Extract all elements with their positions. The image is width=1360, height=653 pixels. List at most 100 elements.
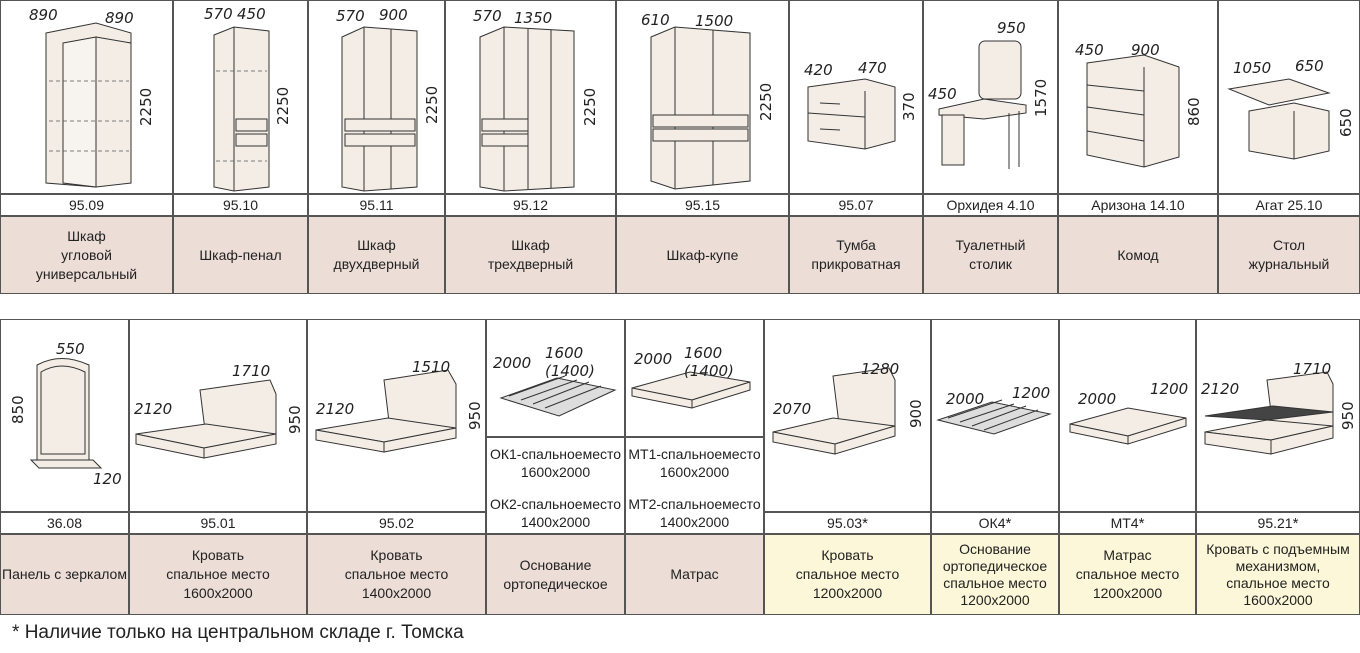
- product-code: 95.12: [445, 194, 616, 216]
- product-image-cell: 950 450 1570: [923, 0, 1058, 194]
- dimension-length: 2000: [493, 354, 532, 372]
- dimension-width: 950: [997, 19, 1026, 37]
- product-name: Шкаф угловой универсальный: [0, 216, 173, 294]
- product-code: 95.01: [129, 512, 307, 534]
- slatted-base-icon: [499, 375, 617, 417]
- bed-icon: [135, 379, 277, 459]
- dimension-height: 2250: [137, 87, 155, 126]
- dimension-width: 550: [56, 340, 85, 358]
- product-image-cell: 1510 2120 950: [307, 319, 486, 512]
- mattress-icon: [631, 371, 751, 409]
- dimension-height: 950: [286, 405, 304, 434]
- product-name: Основание ортопедическое: [486, 534, 625, 615]
- product-code: 95.03*: [764, 512, 931, 534]
- dimension-width: 450: [237, 5, 266, 23]
- dimension-depth: 120: [93, 470, 122, 488]
- dimension-height: 2250: [274, 86, 292, 125]
- product-image-cell: 1050 650 650: [1218, 0, 1360, 194]
- product-image-cell: 610 1500 2250: [616, 0, 789, 194]
- chest-of-drawers-icon: [1086, 54, 1180, 168]
- dimension-width: 1500: [695, 12, 734, 30]
- dimension-length: 2070: [773, 400, 812, 418]
- product-code: 95.15: [616, 194, 789, 216]
- dimension-width: 1350: [514, 9, 553, 27]
- dimension-height: 2250: [423, 85, 441, 124]
- dimension-height: 2250: [581, 87, 599, 126]
- dimension-width: 1200: [1150, 380, 1189, 398]
- bed-icon: [315, 369, 457, 453]
- product-name: Кровать спальное место 1600x2000: [129, 534, 307, 615]
- dimension-depth: 450: [928, 85, 957, 103]
- product-name: Кровать с подъемным механизмом, спальное…: [1196, 534, 1360, 615]
- product-code: 95.07: [789, 194, 923, 216]
- dimension-height: 850: [9, 395, 27, 424]
- product-code: 95.21*: [1196, 512, 1360, 534]
- dimension-width: 1510: [412, 358, 451, 376]
- size-option: ОК2-спальноеместо 1400x2000: [489, 496, 622, 530]
- lift-bed-icon: [1204, 371, 1334, 455]
- product-name: Кровать спальное место 1400x2000: [307, 534, 486, 615]
- dimension-width: 900: [1131, 41, 1160, 59]
- footnote-text: Наличие только на центральном складе г. …: [24, 622, 464, 643]
- size-option: ОК1-спальноеместо 1600x2000: [489, 446, 622, 480]
- product-code: 95.09: [0, 194, 173, 216]
- dimension-width: 1280: [861, 360, 900, 378]
- dimension-length: 2120: [1201, 380, 1240, 398]
- product-image-cell: 570 900 2250: [308, 0, 445, 194]
- product-image-cell: 570 450 2250: [173, 0, 308, 194]
- product-code: Аризона 14.10: [1058, 194, 1218, 216]
- product-name: Основание ортопедическое спальное место …: [931, 534, 1059, 615]
- dimension-height: 950: [1339, 401, 1357, 430]
- dimension-height: 900: [907, 399, 925, 428]
- product-image-cell: 570 1350 2250: [445, 0, 616, 194]
- product-name: Комод: [1058, 216, 1218, 294]
- product-name: Шкаф-купе: [616, 216, 789, 294]
- dimension-length: 2000: [946, 390, 985, 408]
- product-name: Шкаф трехдверный: [445, 216, 616, 294]
- dimension-depth: 420: [804, 61, 833, 79]
- product-code: ОК4*: [931, 512, 1059, 534]
- product-code: МТ4*: [1059, 512, 1196, 534]
- product-code: 95.11: [308, 194, 445, 216]
- coffee-table-icon: [1227, 78, 1331, 160]
- dimension-height: 2250: [757, 82, 775, 121]
- narrow-wardrobe-icon: [213, 26, 270, 192]
- dimension-height: 860: [1185, 97, 1203, 126]
- three-door-wardrobe-icon: [479, 26, 575, 192]
- size-option: МТ2-спальноеместо 1400x2000: [628, 496, 761, 530]
- dimension-length: 2000: [1078, 390, 1117, 408]
- footnote-star: *: [12, 622, 20, 643]
- dimension-width: 1600 (1400): [684, 344, 734, 380]
- product-image-cell: 450 900 860: [1058, 0, 1218, 194]
- product-name: Туалетный столик: [923, 216, 1058, 294]
- dimension-width: 650: [1295, 57, 1324, 75]
- size-options-cell: МТ1-спальноеместо 1600x2000 МТ2-спальное…: [625, 437, 764, 534]
- product-image-cell: 1280 2070 900: [764, 319, 931, 512]
- dimension-depth: 610: [641, 11, 670, 29]
- dimension-depth: 570: [204, 5, 233, 23]
- product-name: Матрас: [625, 534, 764, 615]
- dimension-length: 2120: [316, 400, 355, 418]
- bed-icon: [772, 367, 896, 455]
- dimension-depth: 570: [336, 7, 365, 25]
- product-code: Агат 25.10: [1218, 194, 1360, 216]
- size-options-cell: ОК1-спальноеместо 1600x2000 ОК2-спальное…: [486, 437, 625, 534]
- product-code: 95.10: [173, 194, 308, 216]
- product-name: Стол журнальный: [1218, 216, 1360, 294]
- dimension-width: 1200: [1012, 384, 1051, 402]
- dimension-height: 650: [1337, 108, 1355, 137]
- product-image-cell: 890 890 2250: [0, 0, 173, 194]
- dimension-width: 1600 (1400): [545, 344, 595, 380]
- dimension-height: 1570: [1032, 78, 1050, 117]
- product-image-cell: 2000 1200: [1059, 319, 1196, 512]
- size-option: МТ1-спальноеместо 1600x2000: [628, 446, 761, 480]
- product-name: Панель с зеркалом: [0, 534, 129, 615]
- product-code: Орхидея 4.10: [923, 194, 1058, 216]
- product-image-cell: 2000 1600 (1400): [625, 319, 764, 437]
- dimension-width: 1710: [1293, 360, 1332, 378]
- sliding-wardrobe-icon: [650, 26, 751, 190]
- two-door-wardrobe-icon: [341, 26, 418, 192]
- dimension-height: 370: [900, 92, 918, 121]
- product-name: Кровать спальное место 1200x2000: [764, 534, 931, 615]
- product-name: Шкаф-пенал: [173, 216, 308, 294]
